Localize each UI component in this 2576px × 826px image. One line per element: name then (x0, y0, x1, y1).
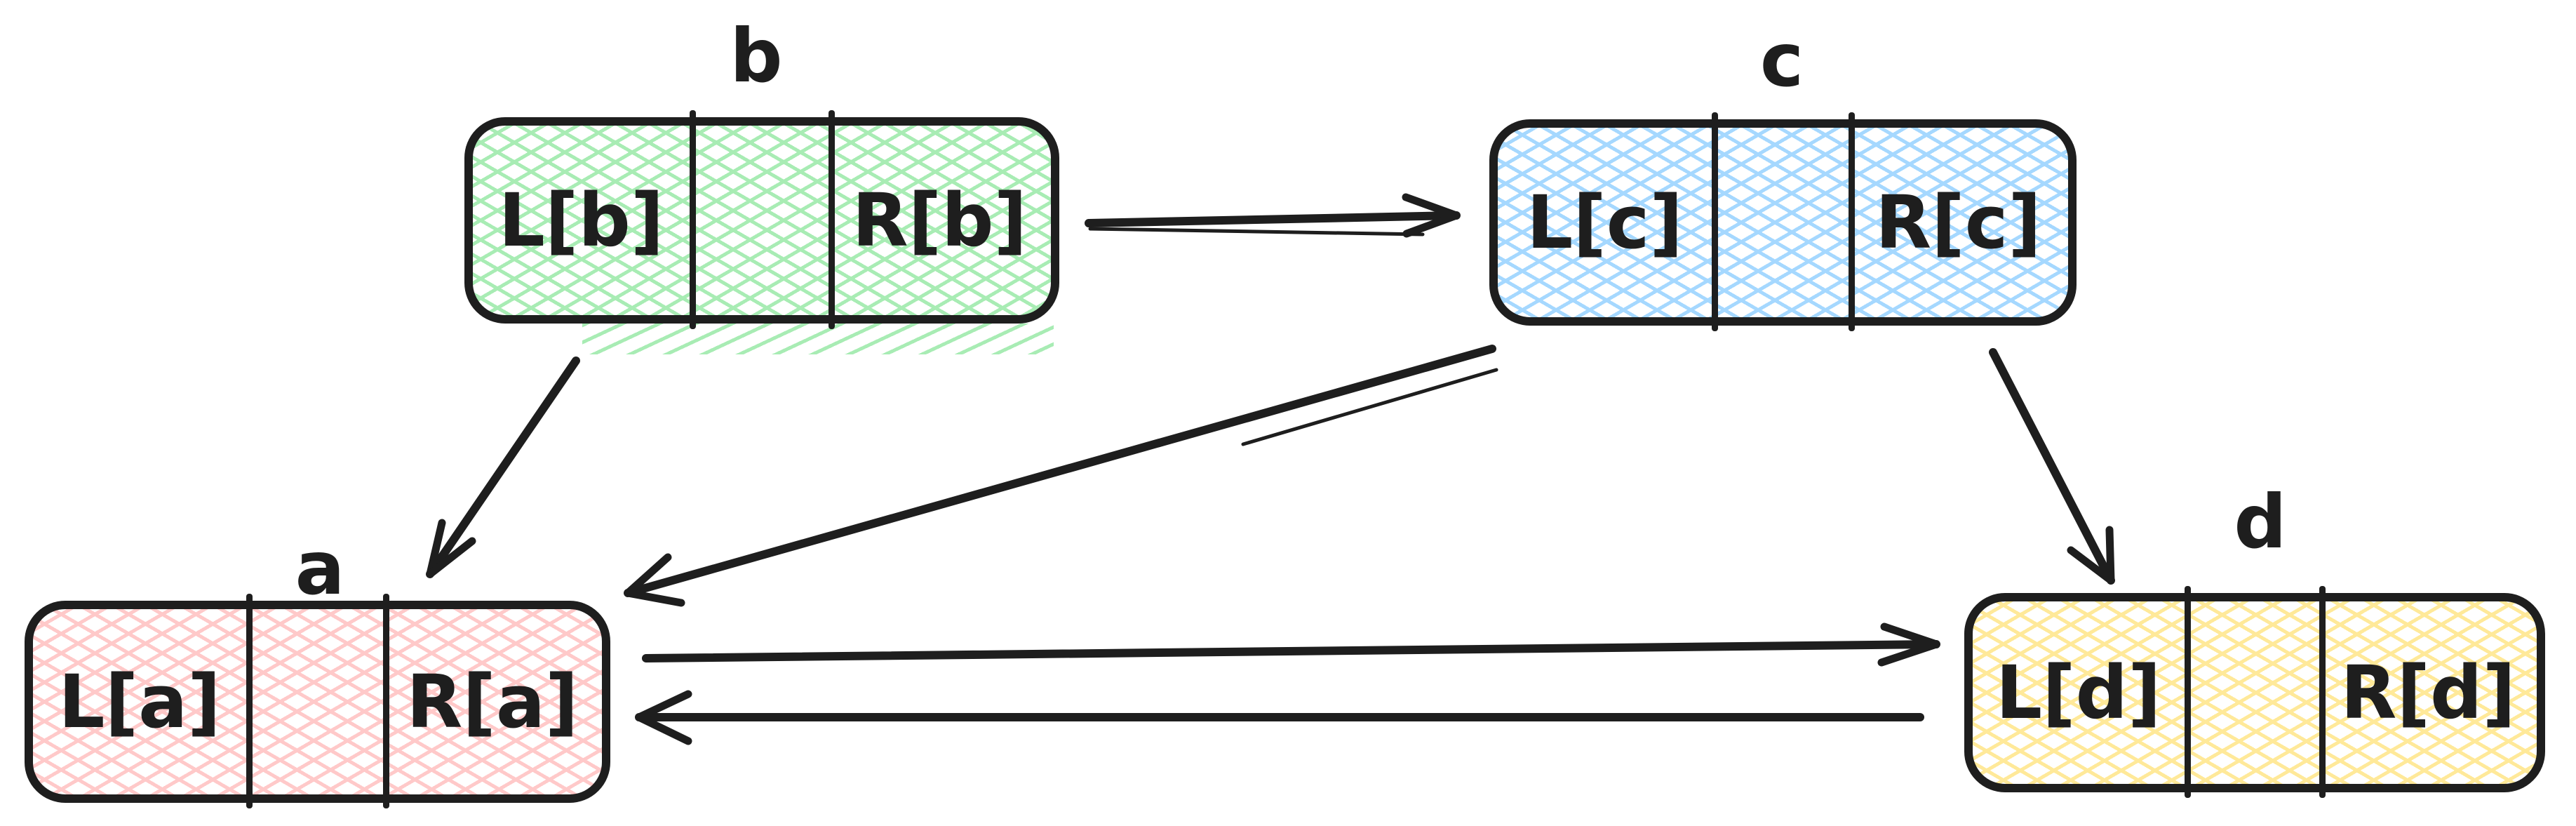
node-c-title: c (1759, 18, 1804, 103)
node-d-right-cell: R[d] (2340, 650, 2516, 735)
node-c-right-cell: R[c] (1875, 180, 2041, 265)
node-a-box: L[a] R[a] (25, 594, 610, 808)
node-a-title: a (295, 526, 345, 611)
node-d-divider-1 (2184, 586, 2191, 798)
hatch-spill-under-b (582, 324, 1054, 354)
node-c-box: L[c] R[c] (1489, 112, 2077, 331)
node-c-divider-1 (1711, 112, 1718, 331)
node-c-left-cell: L[c] (1526, 180, 1683, 265)
node-a-left-cell: L[a] (58, 659, 221, 745)
arrow-b-to-a (426, 357, 580, 578)
node-b-left-cell: L[b] (498, 178, 664, 263)
node-b-divider-1 (690, 110, 696, 329)
node-b-box: L[b] R[b] (464, 110, 1059, 329)
node-b-title: b (730, 13, 783, 99)
node-d-left-cell: L[d] (1995, 650, 2161, 735)
node-c-divider-2 (1848, 112, 1855, 331)
arrow-a-to-d (642, 622, 1940, 667)
arrow-d-to-a (635, 690, 1924, 745)
node-a-mid-cell (246, 609, 383, 794)
node-d-mid-cell (2185, 601, 2320, 784)
node-b-mid-cell (690, 126, 829, 315)
node-b-right-cell: R[b] (852, 178, 1028, 263)
node-b-divider-2 (828, 110, 835, 329)
arrow-c-to-a (624, 345, 1498, 607)
node-a-right-cell: R[a] (406, 659, 579, 745)
arrow-b-to-c (1085, 193, 1461, 238)
node-c-mid-cell (1712, 128, 1849, 317)
node-a-divider-2 (382, 594, 389, 808)
node-a-divider-1 (246, 594, 253, 808)
node-d-divider-2 (2319, 586, 2326, 798)
node-d-box: L[d] R[d] (1964, 586, 2545, 798)
node-d-title: d (2234, 479, 2287, 565)
arrow-c-to-d (1989, 348, 2115, 585)
